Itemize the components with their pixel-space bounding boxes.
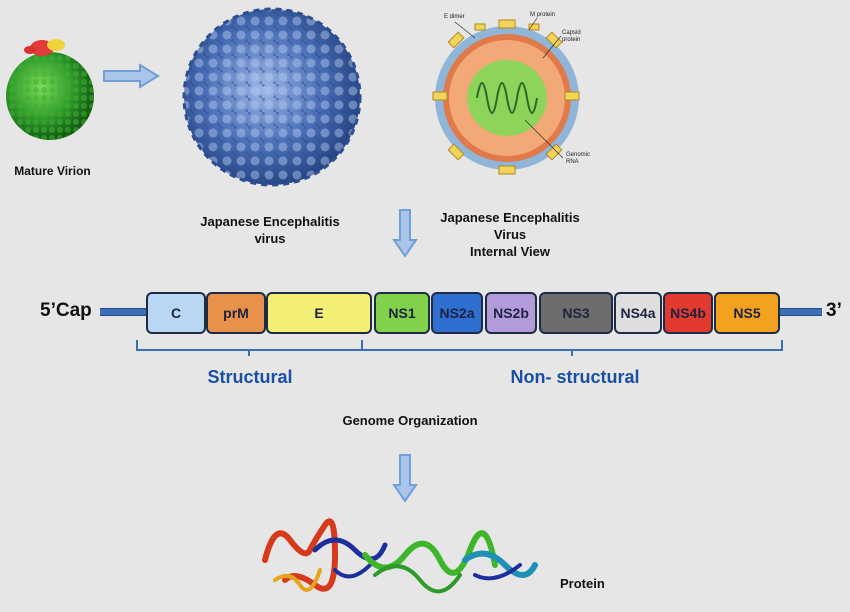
schematic-capsid-label-1: Capsid (562, 30, 581, 36)
genome-organization-label: Genome Organization (342, 413, 478, 428)
segment-prm: prM (206, 292, 266, 334)
nonstructural-bracket (361, 340, 783, 356)
segment-c: C (146, 292, 206, 334)
segment-ns5: NS5 (714, 292, 780, 334)
schematic-genomic-label-1: Genomic (566, 152, 591, 158)
structural-label: Structural (207, 367, 293, 387)
protein-label: Protein (560, 576, 605, 591)
segment-ns4b: NS4b (663, 292, 713, 334)
internal-view-line3: Internal View (470, 244, 550, 259)
protein-ribbon-image (262, 518, 538, 594)
segment-ns2a: NS2a (431, 292, 483, 334)
genome-line-left (100, 308, 146, 316)
jev-label-line1: Japanese Encephalitis (200, 214, 340, 229)
nonstructural-label: Non- structural (510, 367, 640, 387)
segment-e: E (266, 292, 372, 334)
schematic-m-protein-label: M protein (530, 12, 556, 18)
mature-virion-image (6, 39, 94, 140)
schematic-capsid-label-2: protein (562, 37, 581, 43)
jev-label-line2: virus (254, 231, 286, 246)
down-arrow-icon (392, 209, 418, 258)
jev-virus-image (182, 7, 362, 187)
schematic-e-dimer-label: E dimer (444, 14, 465, 20)
three-prime-label: 3’ (826, 300, 842, 321)
segment-ns1: NS1 (374, 292, 430, 334)
jev-internal-view-image (432, 17, 580, 175)
structural-bracket (136, 340, 363, 356)
mature-virion-label: Mature Virion (14, 164, 91, 178)
internal-view-line1: Japanese Encephalitis (440, 210, 580, 225)
genome-line-right (780, 308, 822, 316)
schematic-genomic-label-2: RNA (566, 159, 579, 165)
segment-ns3: NS3 (539, 292, 613, 334)
internal-view-line2: Virus (493, 227, 527, 242)
right-arrow-icon (103, 63, 160, 89)
segment-ns2b: NS2b (485, 292, 537, 334)
down-arrow-icon-2 (392, 454, 418, 503)
five-prime-cap-label: 5’Cap (40, 300, 92, 321)
segment-ns4a: NS4a (614, 292, 662, 334)
